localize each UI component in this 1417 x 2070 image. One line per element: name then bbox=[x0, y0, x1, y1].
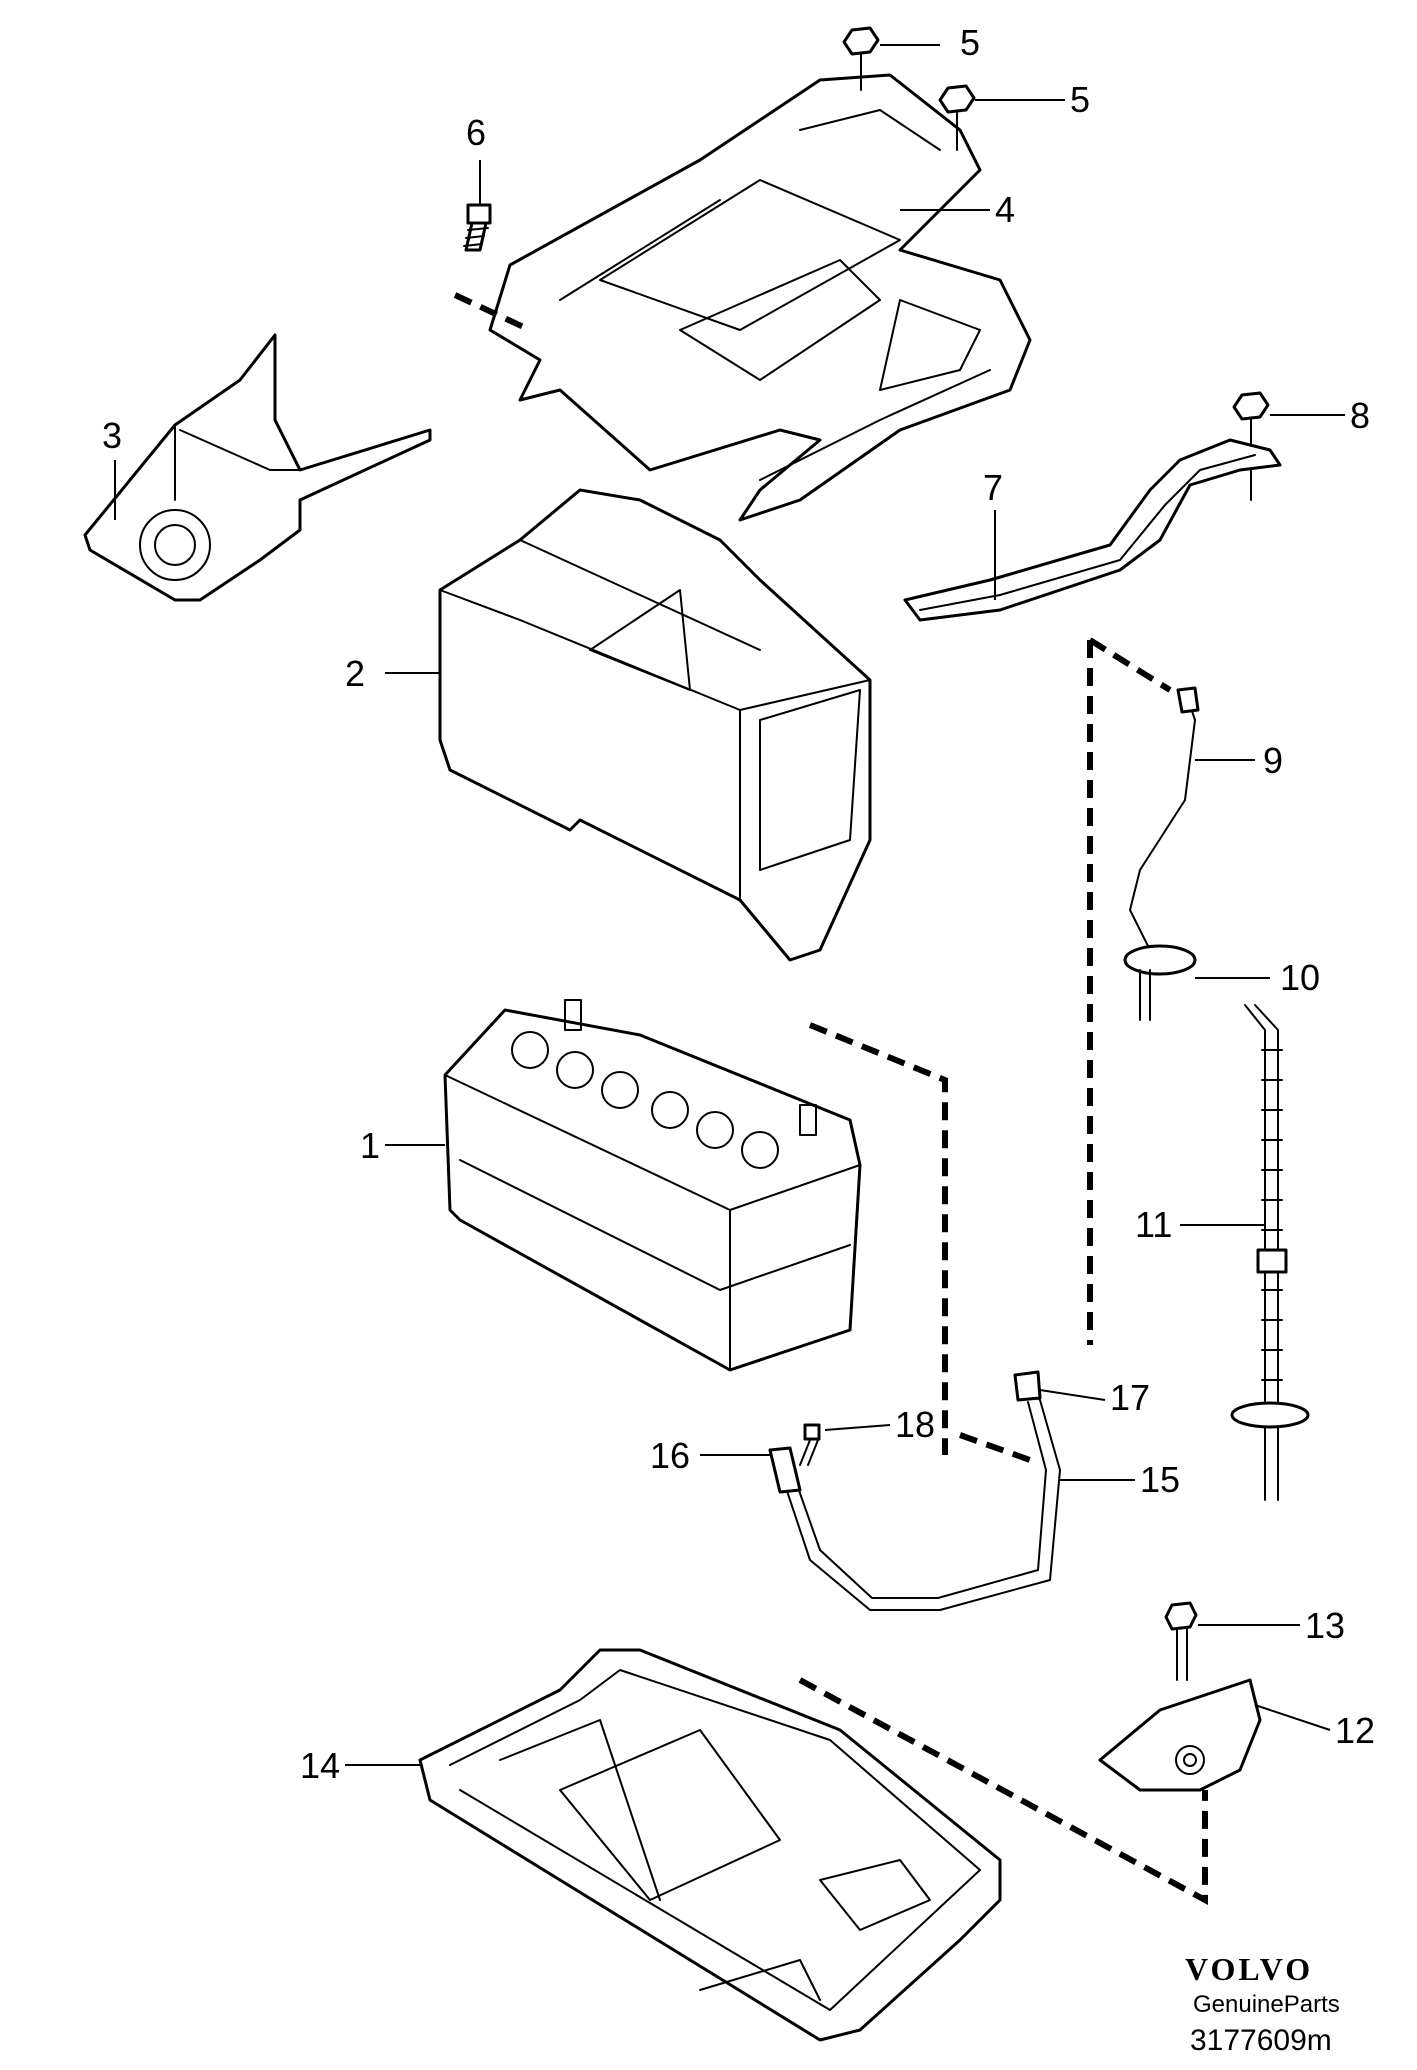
part-bolt-18[interactable] bbox=[799, 1423, 821, 1466]
part-battery-cover[interactable] bbox=[438, 488, 872, 962]
callout-11: 11 bbox=[1135, 1204, 1172, 1245]
part-vent-hose[interactable] bbox=[1129, 686, 1200, 951]
part-cable-terminal-16[interactable] bbox=[768, 1446, 802, 1494]
callout-12: 12 bbox=[1335, 1710, 1375, 1751]
part-grommet[interactable] bbox=[1123, 944, 1197, 1021]
callout-9: 9 bbox=[1263, 740, 1283, 781]
callout-4: 4 bbox=[995, 189, 1015, 230]
callout-15: 15 bbox=[1140, 1459, 1180, 1500]
callout-1: 1 bbox=[360, 1125, 380, 1166]
callout-13: 13 bbox=[1305, 1605, 1345, 1646]
part-nut-5b[interactable] bbox=[938, 84, 976, 151]
callout-numbers: 5 5 6 4 8 3 7 2 9 10 1 11 18 17 16 15 13… bbox=[102, 22, 1375, 1786]
part-battery-bracket[interactable] bbox=[488, 73, 1032, 522]
part-battery[interactable] bbox=[443, 999, 862, 1372]
callout-2: 2 bbox=[345, 653, 365, 694]
part-nut-5a[interactable] bbox=[842, 26, 880, 91]
genuine-parts-label: GenuineParts bbox=[1193, 1991, 1340, 2018]
assembly-line-bolt-6 bbox=[453, 292, 532, 333]
leader-lines bbox=[114, 44, 1345, 1766]
callout-10: 10 bbox=[1280, 957, 1320, 998]
assembly-line-terminal bbox=[808, 1022, 948, 1455]
part-clamp-strap[interactable] bbox=[903, 438, 1282, 622]
callout-16: 16 bbox=[650, 1435, 690, 1476]
diagram-code: 3177609m bbox=[1190, 2024, 1332, 2057]
callout-7: 7 bbox=[983, 467, 1003, 508]
callout-5a: 5 bbox=[960, 22, 980, 63]
part-hold-down-clamp[interactable] bbox=[1098, 1678, 1262, 1792]
callout-5b: 5 bbox=[1070, 79, 1090, 120]
assembly-line-tray bbox=[798, 1677, 1208, 1906]
part-bolt-6[interactable] bbox=[463, 203, 492, 252]
part-ground-cable[interactable] bbox=[779, 1389, 1061, 1611]
callout-8: 8 bbox=[1350, 395, 1370, 436]
assembly-lines bbox=[453, 292, 1208, 1906]
assembly-line-vent-top bbox=[1088, 637, 1172, 693]
part-cable-lug-17[interactable] bbox=[1013, 1370, 1042, 1402]
part-vent-tube[interactable] bbox=[1230, 1004, 1310, 1501]
callout-3: 3 bbox=[102, 415, 122, 456]
callout-14: 14 bbox=[300, 1745, 340, 1786]
part-mounting-bracket[interactable] bbox=[83, 333, 432, 602]
volvo-logo-text: VOLVO bbox=[1185, 1951, 1313, 1987]
branding: VOLVO GenuineParts 3177609m bbox=[1185, 1951, 1340, 2057]
part-battery-tray[interactable] bbox=[418, 1648, 1002, 2042]
part-bolt-13[interactable] bbox=[1164, 1601, 1198, 1681]
assembly-line-bolt-18 bbox=[958, 1432, 1032, 1463]
callout-17: 17 bbox=[1110, 1377, 1150, 1418]
callout-6: 6 bbox=[466, 112, 486, 153]
callout-18: 18 bbox=[895, 1404, 935, 1445]
